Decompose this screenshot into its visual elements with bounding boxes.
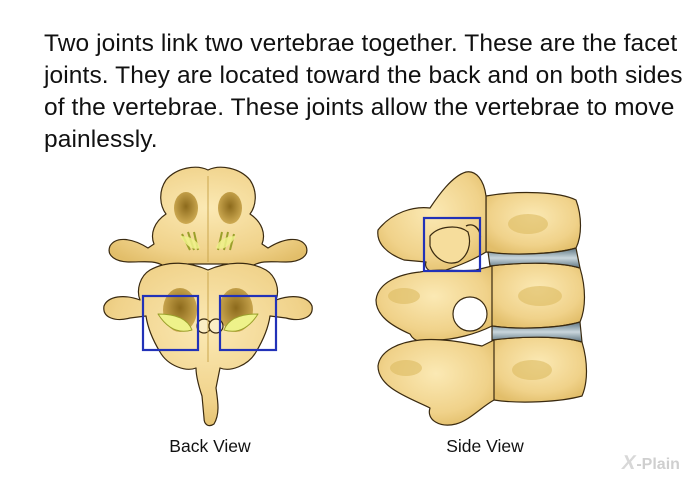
facet-joint-highlight-side: [422, 216, 482, 273]
side-view-caption: Side View: [446, 436, 524, 456]
facet-joint-highlight-right: [218, 294, 278, 352]
side-view-illustration: [375, 171, 588, 426]
back-view-caption: Back View: [169, 436, 251, 456]
facet-joint-highlight-left: [141, 294, 200, 352]
headline: Two joints link two vertebrae together. …: [44, 30, 683, 153]
back-view-illustration: [103, 166, 313, 427]
brand-logo-text: -Plain: [636, 456, 680, 473]
brand-logo: X-Plain: [620, 452, 680, 475]
